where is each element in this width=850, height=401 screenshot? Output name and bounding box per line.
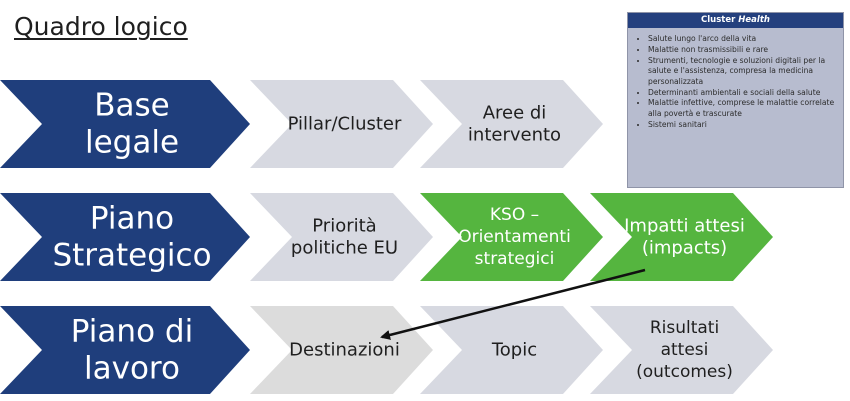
cluster-topic-list: Salute lungo l'arco della vita Malattie … [628,34,835,130]
step-label: attesi [661,340,709,360]
step-label: Destinazioni [289,340,400,361]
step-label: strategici [475,249,555,269]
cluster-topic-item: Salute lungo l'arco della vita [648,34,835,44]
row-label-text: legale [85,125,179,161]
cluster-topic-item: Strumenti, tecnologie e soluzioni digita… [648,56,835,87]
step-label: Topic [491,340,537,361]
row-label-text: Base [94,88,170,124]
cluster-box-title-italic: Health [738,15,770,25]
row-label-chevron [0,306,250,394]
step-chevron [420,80,603,168]
page-title: Quadro logico [14,12,188,41]
step-label: (outcomes) [636,362,733,382]
step-label: KSO – [490,205,539,225]
step-chevron [590,306,773,394]
step-label: Pillar/Cluster [288,114,402,135]
row-label-text: lavoro [84,351,180,387]
row-label-text: Strategico [52,238,211,274]
cluster-topic-item: Determinanti ambientali e sociali della … [648,88,835,98]
cluster-health-box: Cluster Health Salute lungo l'arco della… [627,12,844,188]
row-label-chevron [0,193,250,281]
cluster-topic-item: Malattie infettive, comprese le malattie… [648,98,835,119]
step-chevron [250,193,433,281]
step-label: Priorità [312,216,376,237]
step-chevron [250,80,433,168]
step-chevron [250,306,433,394]
row-label-text: Piano di [71,314,193,350]
step-chevron [590,193,773,281]
step-label: Impatti attesi [624,216,745,237]
row-label-text: Piano [90,201,174,237]
connector-arrow [380,268,646,340]
step-label: Orientamenti [458,227,571,247]
cluster-box-title: Cluster [701,15,736,25]
step-label: intervento [468,125,561,146]
cluster-topic-item: Sistemi sanitari [648,120,835,130]
step-label: politiche EU [291,238,398,259]
row-label-chevron [0,80,250,168]
step-label: (impacts) [642,238,727,259]
step-chevron [420,193,603,281]
step-label: Risultati [650,318,719,338]
cluster-topic-item: Malattie non trasmissibili e rare [648,45,835,55]
step-label: Aree di [483,103,547,124]
step-chevron [420,306,603,394]
cluster-box-header: Cluster Health [628,13,843,28]
